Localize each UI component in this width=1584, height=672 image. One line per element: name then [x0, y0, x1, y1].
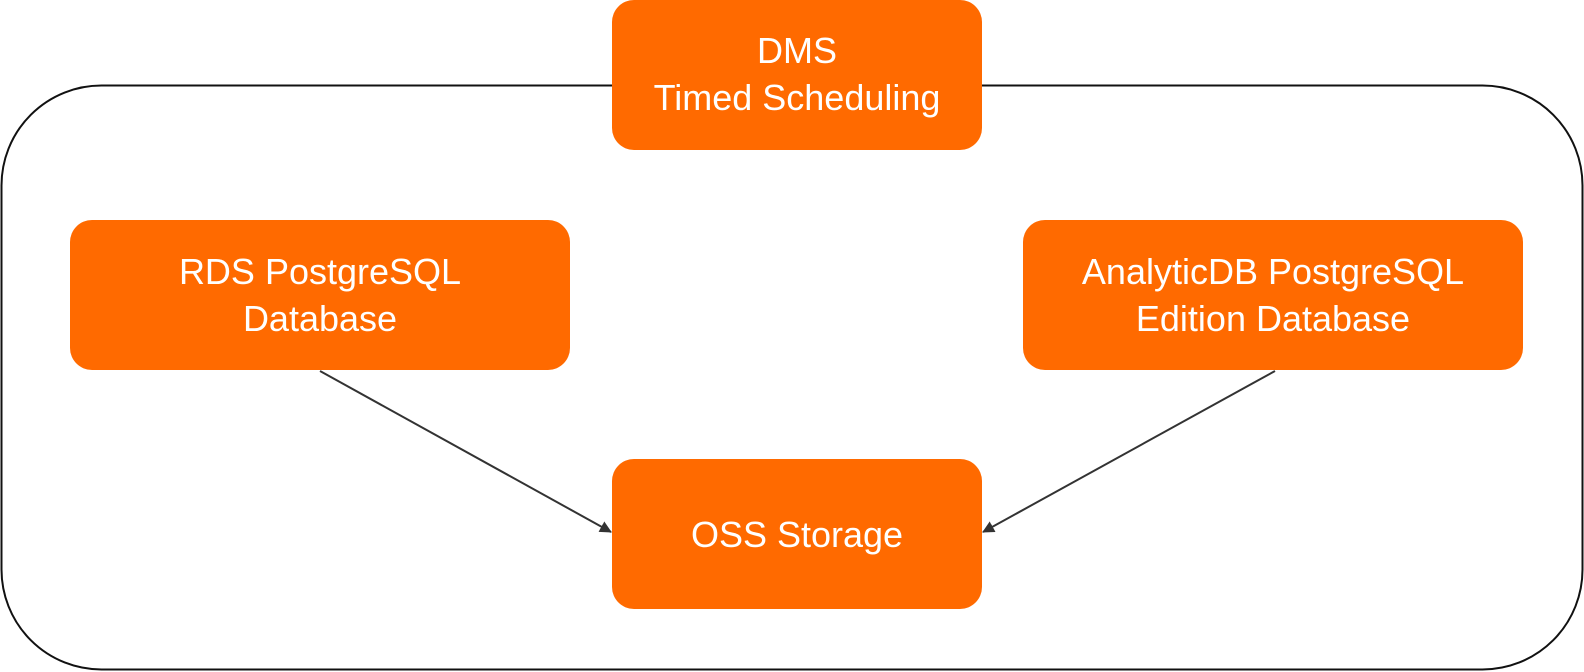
- adb-node-line-1: AnalyticDB PostgreSQL: [1081, 251, 1465, 292]
- oss-storage-node: OSS Storage: [612, 459, 982, 609]
- rds-node-line-1: RDS PostgreSQL: [178, 251, 462, 292]
- edge-adb-to-oss: [982, 370, 1276, 533]
- adb-node-line-2: Edition Database: [1135, 298, 1411, 339]
- dms-node-line-1: DMS: [756, 30, 837, 71]
- dms-node-line-2: Timed Scheduling: [653, 77, 941, 118]
- dms-timed-scheduling-node: DMS Timed Scheduling: [612, 0, 982, 150]
- rds-node-line-2: Database: [242, 298, 398, 339]
- rds-postgresql-database-node: RDS PostgreSQL Database: [70, 220, 570, 370]
- oss-node-label: OSS Storage: [690, 513, 904, 555]
- analyticdb-postgresql-database-node: AnalyticDB PostgreSQL Edition Database: [1023, 220, 1523, 370]
- edge-rds-to-oss: [319, 370, 612, 533]
